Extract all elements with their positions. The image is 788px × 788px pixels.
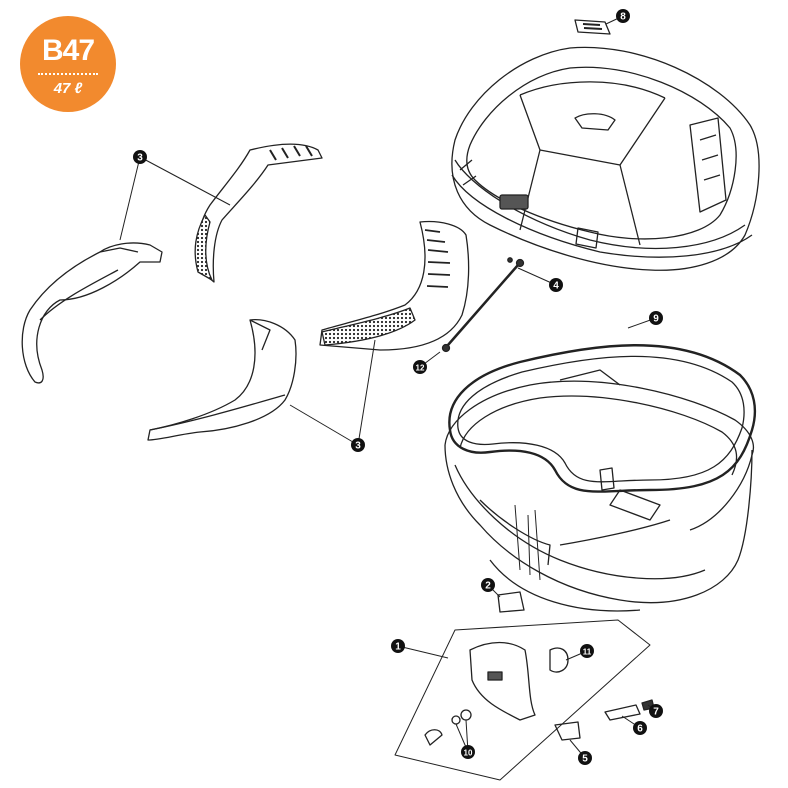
leader-lines [119,15,657,759]
lock-assembly-frame [394,591,655,781]
svg-text:6: 6 [637,724,643,735]
svg-text:12: 12 [416,364,425,373]
callout-5: 5 [578,751,592,765]
callout-10: 10 [461,745,475,759]
case-lid [451,46,760,271]
model-name: B47 [41,34,95,67]
case-base [444,369,755,612]
callout-2: 2 [481,578,495,592]
callout-12: 12 [413,360,427,374]
badge-dotted-divider [38,73,98,75]
callout-markers: 1 2 3 3 4 5 6 7 8 9 10 11 [133,9,663,765]
callout-7: 7 [649,704,663,718]
model-badge: B47 47 ℓ [20,16,116,112]
svg-text:3: 3 [355,441,361,452]
svg-text:1: 1 [395,642,401,653]
callout-4: 4 [549,278,563,292]
reflector-panel-right [319,220,470,351]
svg-text:8: 8 [620,12,626,23]
svg-text:10: 10 [464,749,473,758]
svg-text:7: 7 [653,707,659,718]
callout-6: 6 [633,721,647,735]
svg-text:9: 9 [653,314,659,325]
lid-emblem-plate [574,19,611,35]
capacity-label: 47 ℓ [53,80,83,97]
svg-text:4: 4 [553,281,559,292]
svg-text:5: 5 [582,754,588,765]
svg-text:2: 2 [485,581,491,592]
svg-text:3: 3 [137,153,143,164]
callout-3-bottom: 3 [351,438,365,452]
side-cover-right [147,319,297,441]
hinge-strap [441,257,525,353]
lid-seal-gasket [448,344,756,493]
callout-1: 1 [391,639,405,653]
callout-8: 8 [616,9,630,23]
reflector-panel-left [194,143,323,283]
side-cover-left [21,242,163,384]
callout-3-top: 3 [133,150,147,164]
callout-11: 11 [580,644,594,658]
callout-9: 9 [649,311,663,325]
svg-text:11: 11 [583,648,592,657]
